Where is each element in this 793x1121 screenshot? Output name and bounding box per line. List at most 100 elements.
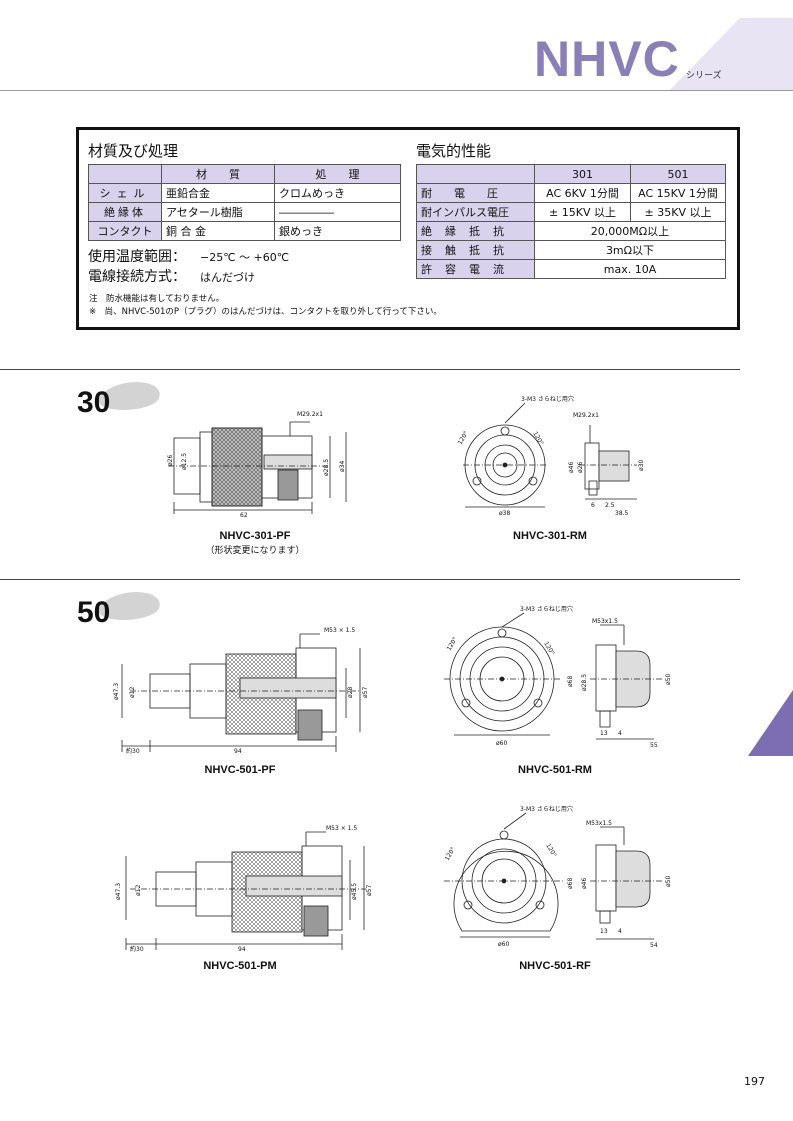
dim-thread: M53 × 1.5: [326, 825, 357, 832]
dim-l1: 13: [600, 928, 608, 935]
dim-angle-2: 120°: [531, 431, 544, 447]
materials-part: シェル: [88, 183, 162, 203]
elec-label: 絶縁抵抗: [416, 221, 535, 241]
dim-d1: ø46: [568, 462, 575, 473]
dim-d3: ø50: [665, 876, 672, 887]
materials-treatment: 銀めっき: [274, 221, 401, 241]
elec-head-301: 301: [534, 164, 631, 184]
note-2: ※ 尚、NHVC-501のP（プラグ）のはんだづけは、コンタクトを取り外して行っ…: [89, 307, 442, 317]
table-row: 耐電圧 AC 6KV 1分間 AC 15KV 1分間: [416, 183, 726, 203]
dim-thread: M53x1.5: [586, 820, 612, 827]
nhvc-301-rm-drawing: 3-M3 さらねじ用穴 M29.2x1 120° 120° ø38 ø46 ø2…: [457, 395, 645, 517]
elec-both: 20,000MΩ以上: [534, 221, 726, 241]
dim-l2: 94: [234, 748, 242, 755]
wire-value: はんだづけ: [200, 271, 255, 284]
spec-box: [76, 127, 740, 330]
dim-d4: ø34: [339, 461, 346, 472]
materials-material: 亜鉛合金: [161, 183, 275, 203]
dim-d2: ø26: [577, 462, 584, 473]
nhvc-501-pf-caption: NHVC-501-PF: [204, 764, 276, 776]
dim-l2: 2.5: [605, 502, 615, 509]
dim-d1: ø47.3: [115, 883, 122, 900]
materials-part: コンタクト: [88, 221, 162, 241]
dim-angle-2: 120°: [544, 843, 557, 859]
dim-d3: ø50: [665, 674, 672, 685]
dim-d2: ø46: [581, 878, 588, 889]
materials-table: 材 質 処 理 シェル 亜鉛合金 クロムめっき 絶縁体 アセタール樹脂 ――――…: [88, 164, 401, 241]
nhvc-501-pm-drawing: M53 × 1.5 ø47.3 ø12 ø45.5 ø57 約30 94: [115, 825, 373, 953]
temp-range: 使用温度範囲：−25℃ ～ +60℃: [88, 246, 289, 266]
materials-head-treatment: 処 理: [274, 164, 401, 184]
elec-both: 3mΩ以下: [534, 240, 726, 260]
dim-d3: ø30: [638, 460, 645, 471]
dim-d3: ø28.5: [323, 459, 330, 476]
dim-d3: ø45.5: [351, 883, 358, 900]
dim-l3: 38.5: [615, 510, 629, 517]
dim-d1: ø26: [167, 455, 174, 466]
table-row: シェル 亜鉛合金 クロムめっき: [88, 183, 401, 203]
table-row: 接触抵抗 3mΩ以下: [416, 240, 726, 260]
dim-d3: ø28: [347, 687, 354, 698]
materials-part: 絶縁体: [88, 202, 162, 222]
dim-l2: 94: [238, 946, 246, 953]
elec-head-501: 501: [630, 164, 726, 184]
elec-301: AC 6KV 1分間: [534, 183, 631, 203]
dim-dia: ø60: [498, 941, 509, 948]
dim-d1: ø68: [567, 676, 574, 687]
dim-thread: M53x1.5: [592, 618, 618, 625]
nhvc-501-rm-drawing: 3-M3 さらねじ用穴 M53x1.5 120° 120° ø60 ø68 ø2…: [444, 605, 672, 749]
materials-material: 銅 合 金: [161, 221, 275, 241]
dim-l2: 4: [618, 928, 622, 935]
series-title: NHVC: [534, 31, 680, 87]
table-row: 絶縁体 アセタール樹脂 ―――――: [88, 202, 401, 222]
dim-d4: ø57: [362, 687, 369, 698]
dim-l1: 約30: [126, 747, 140, 755]
electrical-title: 電気的性能: [416, 142, 492, 160]
section-30-rule: [0, 369, 740, 370]
elec-head-blank: [416, 164, 535, 184]
nhvc-301-pf-caption: NHVC-301-PF: [219, 530, 291, 542]
materials-treatment: ―――――: [274, 202, 401, 222]
section-50-rule: [0, 579, 740, 580]
nhvc-501-pm-caption: NHVC-501-PM: [203, 960, 277, 972]
table-row: 絶縁抵抗 20,000MΩ以上: [416, 221, 726, 241]
electrical-table: 301 501 耐電圧 AC 6KV 1分間 AC 15KV 1分間 耐インパル…: [416, 164, 726, 279]
nhvc-301-pf-drawing: M29.2x1 ø26 ø12.5 ø28.5 ø34 62: [167, 411, 347, 519]
page-number: 197: [744, 1075, 765, 1088]
dim-d2: ø12: [135, 885, 142, 896]
wire-connection: 電線接続方式： はんだづけ: [88, 266, 255, 286]
materials-title: 材質及び処理: [88, 142, 179, 160]
note-1: 注 防水機能は有しておりません。: [89, 294, 225, 304]
elec-label: 耐インパルス電圧: [416, 202, 535, 222]
elec-501: AC 15KV 1分間: [630, 183, 726, 203]
dim-d4: ø57: [366, 885, 373, 896]
wire-label: 電線接続方式：: [88, 269, 186, 285]
elec-301: ± 15KV 以上: [534, 202, 631, 222]
dim-angle-1: 120°: [446, 636, 459, 652]
dim-hole: 3-M3 さらねじ用穴: [520, 805, 573, 813]
materials-material: アセタール樹脂: [161, 202, 275, 222]
side-tab-marker: [748, 690, 793, 756]
dim-l1: 6: [591, 502, 595, 509]
materials-head-material: 材 質: [161, 164, 275, 184]
elec-both: max. 10A: [534, 259, 726, 279]
header-rule: [0, 90, 793, 91]
dim-thread: M53 × 1.5: [324, 627, 355, 634]
nhvc-501-pf-drawing: M53 × 1.5 ø47.3 ø12 ø28 ø57 約30 94: [113, 627, 369, 755]
dim-l1: 約30: [130, 945, 144, 953]
nhvc-501-rm-caption: NHVC-501-RM: [518, 764, 592, 776]
temp-value: −25℃ ～ +60℃: [200, 251, 290, 264]
dim-hole: 3-M3 さらねじ用穴: [520, 605, 573, 613]
table-row: 許容電流 max. 10A: [416, 259, 726, 279]
dim-d1: ø47.3: [113, 683, 120, 700]
dim-d2: ø12.5: [181, 453, 188, 470]
elec-label: 耐電圧: [416, 183, 535, 203]
section-30-number: 30: [77, 386, 111, 419]
dim-thread: M29.2x1: [297, 411, 323, 418]
elec-501: ± 35KV 以上: [630, 202, 726, 222]
dim-dia: ø38: [499, 510, 510, 517]
nhvc-301-pf-subcaption: （形状変更になります）: [205, 546, 305, 556]
materials-head-blank: [88, 164, 162, 184]
nhvc-501-rf-drawing: 3-M3 さらねじ用穴 M53x1.5 120° 120° ø60 ø68 ø4…: [444, 805, 672, 949]
materials-treatment: クロムめっき: [274, 183, 401, 203]
